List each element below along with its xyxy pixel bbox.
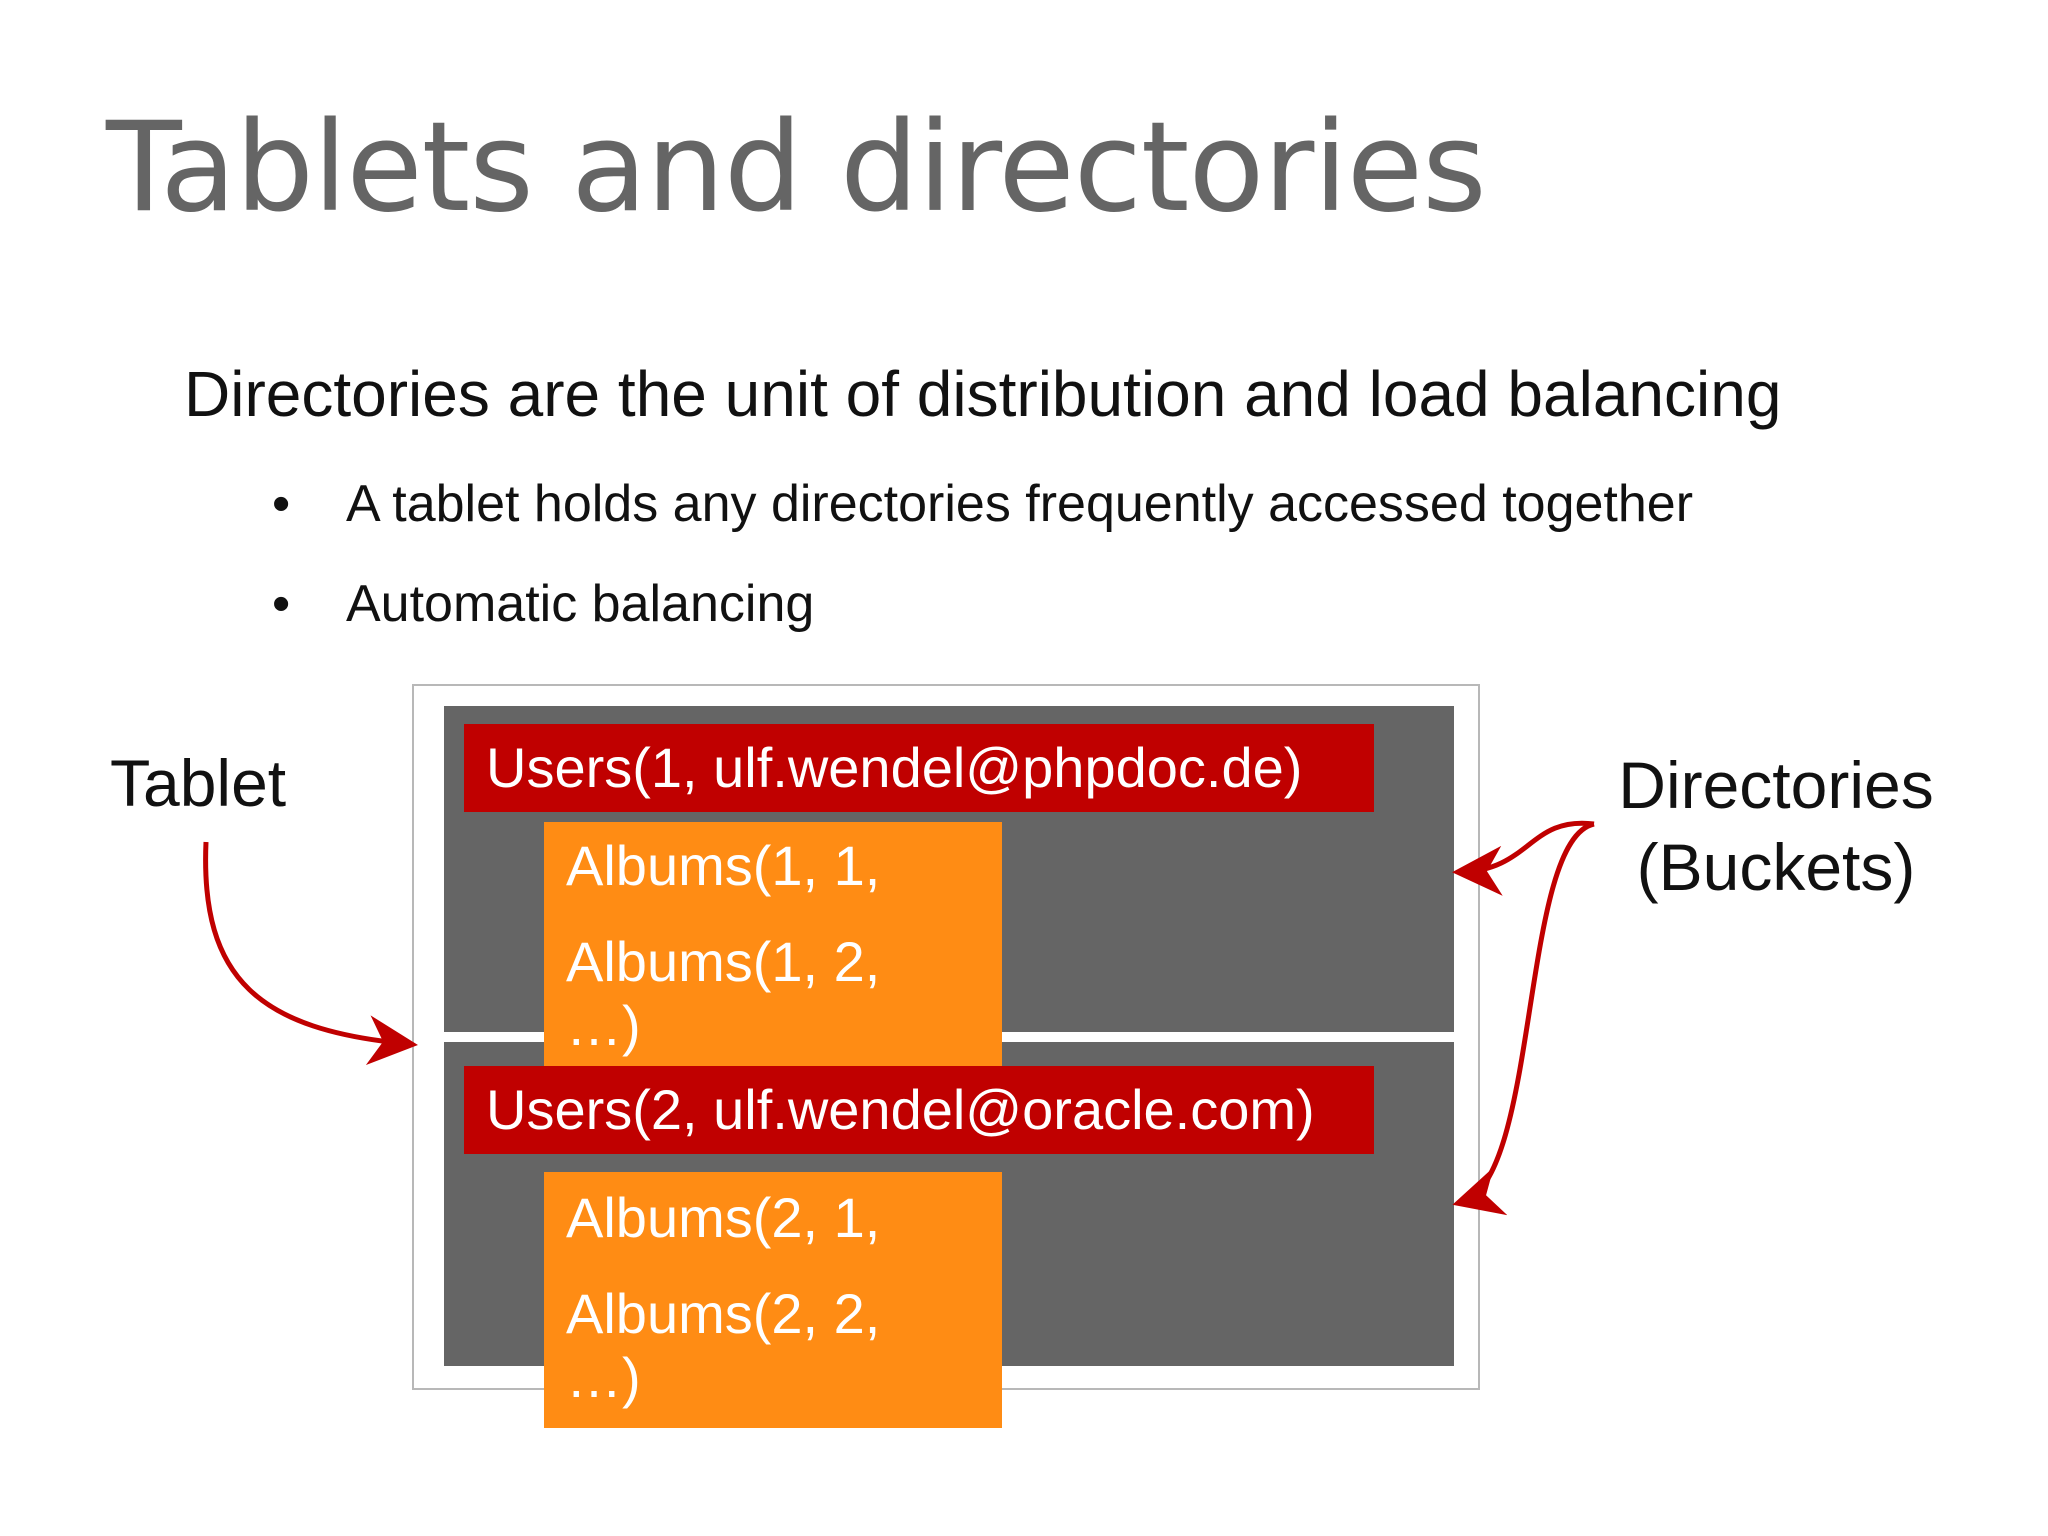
users-bar-1: Users(1, ulf.wendel@phpdoc.de) bbox=[464, 724, 1374, 812]
slide-title: Tablets and directories bbox=[106, 96, 1487, 240]
bullet-dot-1: • bbox=[272, 475, 291, 533]
tablet-label: Tablet bbox=[110, 746, 287, 820]
albums-line: Albums(2, 2, bbox=[566, 1282, 881, 1345]
users-bar-2: Users(2, ulf.wendel@oracle.com) bbox=[464, 1066, 1374, 1154]
albums-block-2: Albums(2, 1, Albums(2, 2, …) bbox=[544, 1172, 1002, 1428]
tablet-arrow bbox=[203, 841, 418, 1066]
albums-line: Albums(1, 1, bbox=[566, 834, 881, 897]
slide-subtitle: Directories are the unit of distribution… bbox=[184, 358, 1782, 430]
albums-line: …) bbox=[566, 1346, 641, 1409]
albums-line: Albums(2, 1, bbox=[566, 1186, 881, 1249]
directory-arrow-top bbox=[1452, 820, 1595, 896]
bullet-2: Automatic balancing bbox=[346, 575, 815, 633]
directory-arrow-bottom bbox=[1452, 821, 1595, 1216]
directories-label-line1: Directories bbox=[1618, 748, 1934, 822]
bullet-1: A tablet holds any directories frequentl… bbox=[346, 475, 1694, 533]
albums-line: …) bbox=[566, 994, 641, 1057]
directories-label-line2: (Buckets) bbox=[1636, 830, 1916, 904]
albums-line: Albums(1, 2, bbox=[566, 930, 881, 993]
directories-label: Directories (Buckets) bbox=[1612, 744, 1940, 908]
albums-block-1: Albums(1, 1, Albums(1, 2, …) bbox=[544, 822, 1002, 1074]
bullet-dot-2: • bbox=[272, 575, 291, 633]
